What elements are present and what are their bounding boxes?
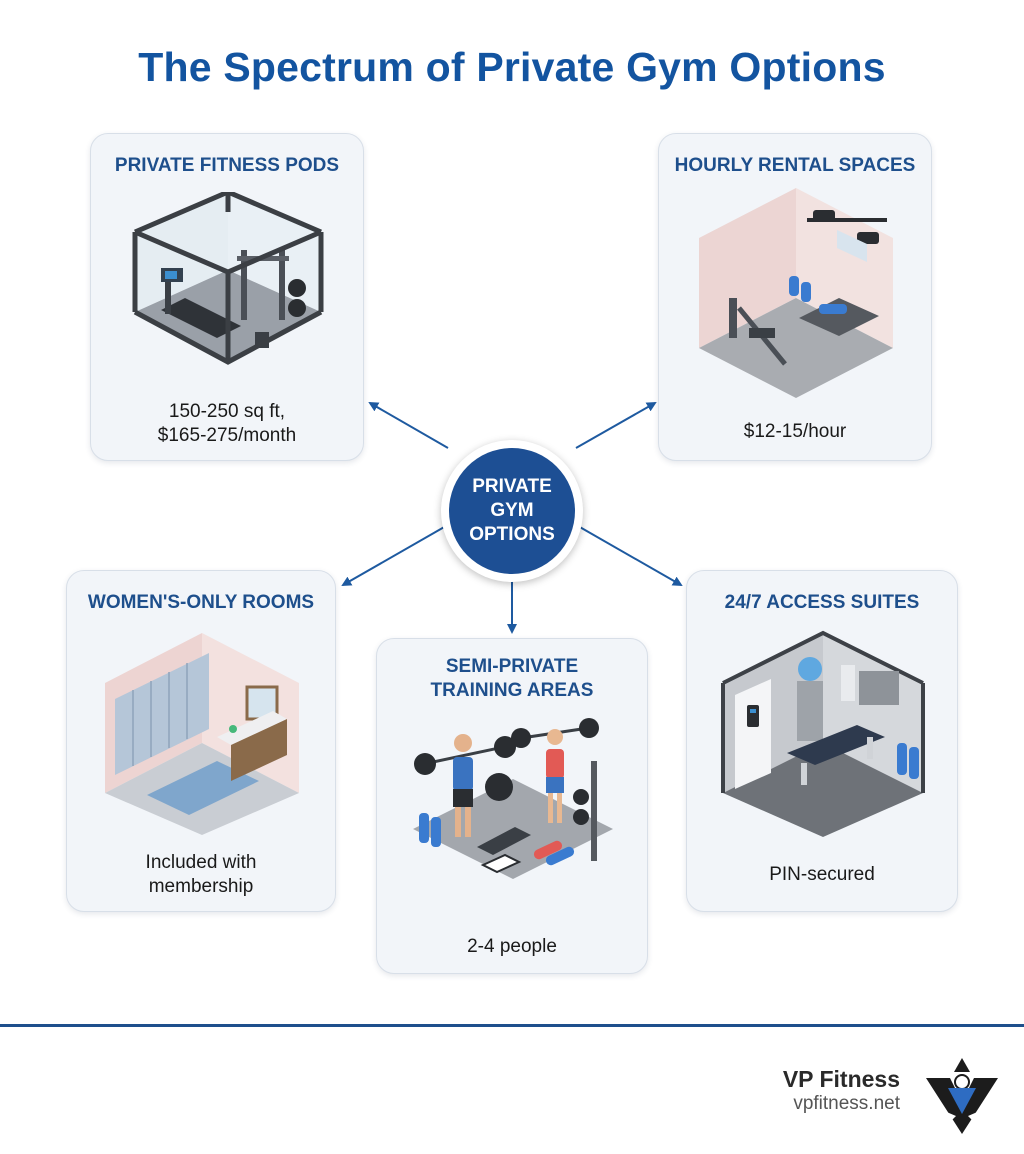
card-title: PRIVATE FITNESS PODS	[114, 155, 340, 176]
card-title: WOMEN'S-ONLY ROOMS	[87, 592, 315, 613]
page-title: The Spectrum of Private Gym Options	[138, 44, 886, 90]
card-description: Included with membership	[145, 852, 257, 897]
card-semi-private-training-areas: SEMI-PRIVATE TRAINING AREAS 2-4 peopl	[376, 638, 648, 974]
brand-url: vpfitness.net	[793, 1093, 900, 1114]
arrow-to-pods	[368, 402, 449, 449]
card-title: HOURLY RENTAL SPACES	[674, 155, 916, 176]
card-24-7-access-suites: 24/7 ACCESS SUITES PIN-secured	[686, 570, 958, 912]
card-description: PIN-secured	[769, 864, 875, 885]
glass-pod-gym-illustration	[132, 192, 324, 365]
arrow-to-access	[577, 525, 683, 586]
card-title: 24/7 ACCESS SUITES	[724, 592, 920, 613]
center-hub: PRIVATE GYM OPTIONS	[441, 440, 583, 582]
card-description: 150-250 sq ft, $165-275/month	[157, 401, 297, 446]
card-description: 2-4 people	[467, 936, 557, 957]
vp-fitness-logo-icon	[926, 1058, 998, 1134]
card-hourly-rental-spaces: HOURLY RENTAL SPACES $12-15/hour	[658, 133, 932, 461]
arrow-to-hourly	[575, 402, 657, 449]
card-title: SEMI-PRIVATE TRAINING AREAS	[430, 656, 594, 701]
card-womens-only-rooms: WOMEN'S-ONLY ROOMS Included with members…	[66, 570, 336, 912]
brand-name: VP Fitness	[782, 1066, 900, 1092]
arrow-to-women	[341, 525, 447, 586]
card-private-fitness-pods: PRIVATE FITNESS PODS 150-250 sq ft, $165…	[90, 133, 364, 461]
footer-divider	[0, 1024, 1024, 1027]
locker-room-illustration	[105, 633, 299, 835]
center-hub-circle: PRIVATE GYM OPTIONS	[449, 448, 575, 574]
card-description: $12-15/hour	[743, 421, 847, 442]
rental-room-illustration	[699, 188, 893, 398]
weightlifting-pair-illustration	[413, 718, 613, 879]
pin-keypad-suite-illustration	[721, 630, 925, 837]
center-hub-label: PRIVATE GYM OPTIONS	[469, 476, 555, 545]
